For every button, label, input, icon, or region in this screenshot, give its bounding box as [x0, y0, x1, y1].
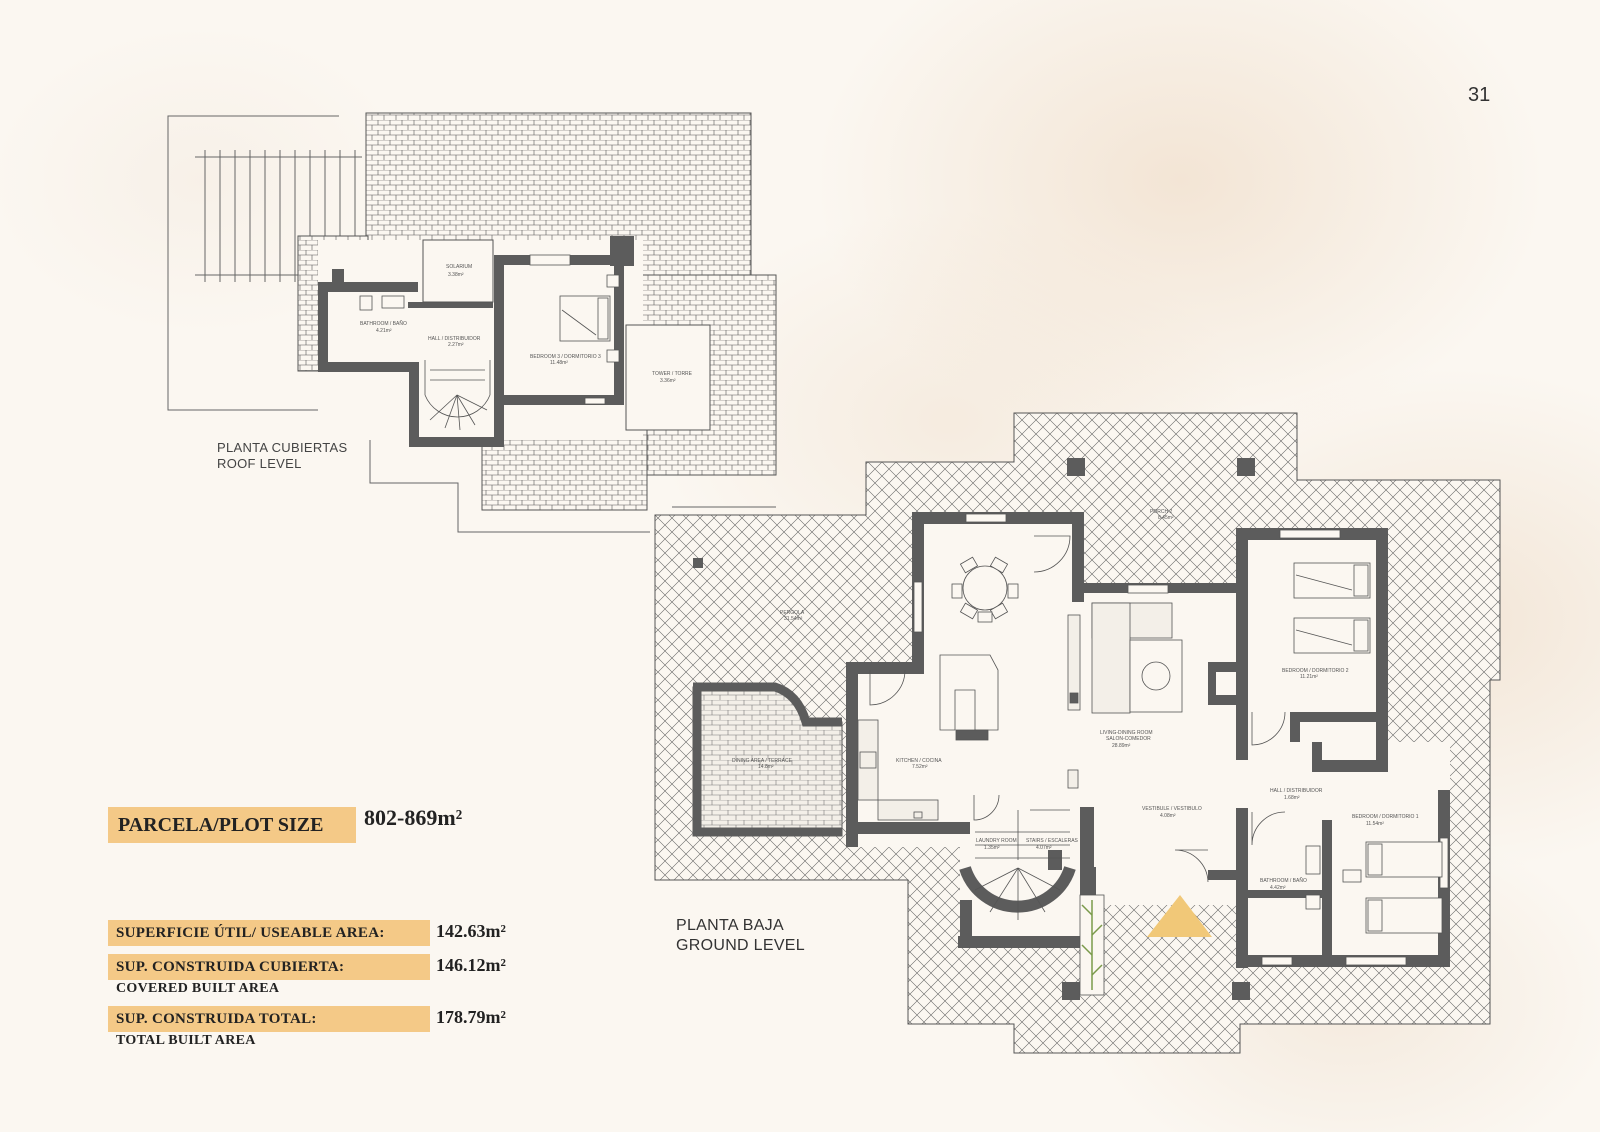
ground-room-label: PORCH 2 [1150, 509, 1172, 515]
ground-room-area: 8.45m² [1158, 515, 1174, 521]
roof-window [529, 254, 571, 266]
ground-room-label: HALL / DISTRIBUIDOR [1270, 788, 1323, 794]
roof-room-label: TOWER / TORRE [652, 371, 693, 377]
total-built-area-sublabel: TOTAL BUILT AREA [116, 1033, 256, 1048]
ground-room-label: BEDROOM / DORMITORIO 2 [1282, 668, 1349, 674]
ground-room-label: LAUNDRY ROOM [976, 838, 1017, 844]
roof-plan-caption-en: ROOF LEVEL [217, 456, 302, 471]
ground-room-area: 4.08m² [1160, 813, 1176, 819]
useable-area-value: 142.63m² [436, 921, 506, 941]
total-built-area-value: 178.79m² [436, 1007, 506, 1027]
ground-windows [913, 513, 1449, 966]
ground-room-label: VESTIBULE / VESTIBULO [1142, 806, 1202, 812]
solarium-room [422, 239, 494, 303]
plot-size-value: 802-869m² [364, 805, 463, 830]
roof-room-area: 2.27m² [448, 342, 464, 348]
roof-room-area: 4.21m² [376, 328, 392, 334]
dining-terrace-wall [693, 682, 842, 727]
ground-room-area: 14.8m² [758, 764, 774, 770]
roof-room-area: 11.48m² [550, 360, 568, 366]
covered-built-area-sublabel: COVERED BUILT AREA [116, 981, 280, 996]
kitchen-counter [857, 654, 999, 821]
roof-room-label: BATHROOM / BAÑO [360, 320, 407, 327]
ground-room-area: 31.54m² [784, 616, 803, 622]
dining-table [951, 556, 1019, 623]
planter [1079, 894, 1105, 996]
roof-room-label: SOLARIUM [446, 264, 472, 270]
ground-room-label: BEDROOM / DORMITORIO 1 [1352, 814, 1419, 820]
north-arrow-icon [1147, 895, 1212, 937]
ground-room-area: 4.07m² [1036, 845, 1052, 851]
plot-size-label: PARCELA/PLOT SIZE [108, 807, 356, 843]
ground-plan: PORCH 2 8.45m² PERGOLA 31.54m² DINING AR… [654, 412, 1501, 1054]
ground-room-area: 4.42m² [1270, 885, 1286, 891]
page-number: 31 [1468, 84, 1491, 106]
roof-plan: SOLARIUM 3.38m² BATHROOM / BAÑO 4.21m² H… [167, 112, 777, 533]
roof-plot-line [167, 115, 650, 533]
roof-spiral-stair [424, 360, 491, 431]
roof-room-label: HALL / DISTRIBUIDOR [428, 336, 481, 342]
ground-room-area: 28.89m² [1112, 743, 1131, 749]
covered-built-area-label: SUP. CONSTRUIDA CUBIERTA: [108, 954, 430, 980]
roof-plan-caption: PLANTA CUBIERTAS ROOF LEVEL [217, 440, 348, 472]
ground-walls [693, 458, 1450, 1000]
sofa-set [1067, 602, 1183, 789]
beds [1293, 562, 1443, 934]
ground-room-label: STAIRS / ESCALERAS [1026, 838, 1079, 844]
ground-spiral-stair [959, 809, 1076, 920]
roof-plan-caption-es: PLANTA CUBIERTAS [217, 440, 348, 455]
ground-room-area: 1.68m² [1284, 795, 1300, 801]
ground-room-area: 7.52m² [912, 764, 928, 770]
ground-room-area: 1.35m² [984, 845, 1000, 851]
ground-room-label: PERGOLA [780, 610, 805, 616]
useable-area-label: SUPERFICIE ÚTIL/ USEABLE AREA: [108, 920, 430, 946]
roof-room-area: 3.38m² [448, 272, 464, 278]
roof-room-area: 3.36m² [660, 378, 676, 384]
roof-bath-fixtures [359, 295, 405, 311]
ground-room-area: 11.21m² [1300, 674, 1318, 680]
roof-room-label: BEDROOM 3 / DORMITORIO 3 [530, 354, 601, 360]
dining-terrace-wall [692, 687, 842, 837]
tower-room [625, 324, 711, 431]
roof-window [584, 397, 606, 405]
ground-plan-caption-en: GROUND LEVEL [676, 937, 805, 954]
covered-built-area-value: 146.12m² [436, 955, 506, 975]
ground-room-label: LIVING-DINING ROOM [1100, 730, 1153, 736]
ground-room-label: KITCHEN / COCINA [896, 758, 942, 764]
ground-room-label: SALON-COMEDOR [1106, 736, 1151, 742]
ground-doors [869, 535, 1286, 883]
ground-plan-caption-es: PLANTA BAJA [676, 917, 784, 934]
total-built-area-label: SUP. CONSTRUIDA TOTAL: [108, 1006, 430, 1032]
ground-plan-caption: PLANTA BAJA GROUND LEVEL [676, 916, 805, 956]
roof-bed [559, 274, 620, 363]
ground-bath-fixtures [1305, 845, 1321, 910]
ground-room-area: 11.54m² [1366, 821, 1384, 827]
ground-room-label: DINING AREA / TERRACE [732, 758, 793, 764]
ground-room-label: BATHROOM / BAÑO [1260, 877, 1307, 884]
